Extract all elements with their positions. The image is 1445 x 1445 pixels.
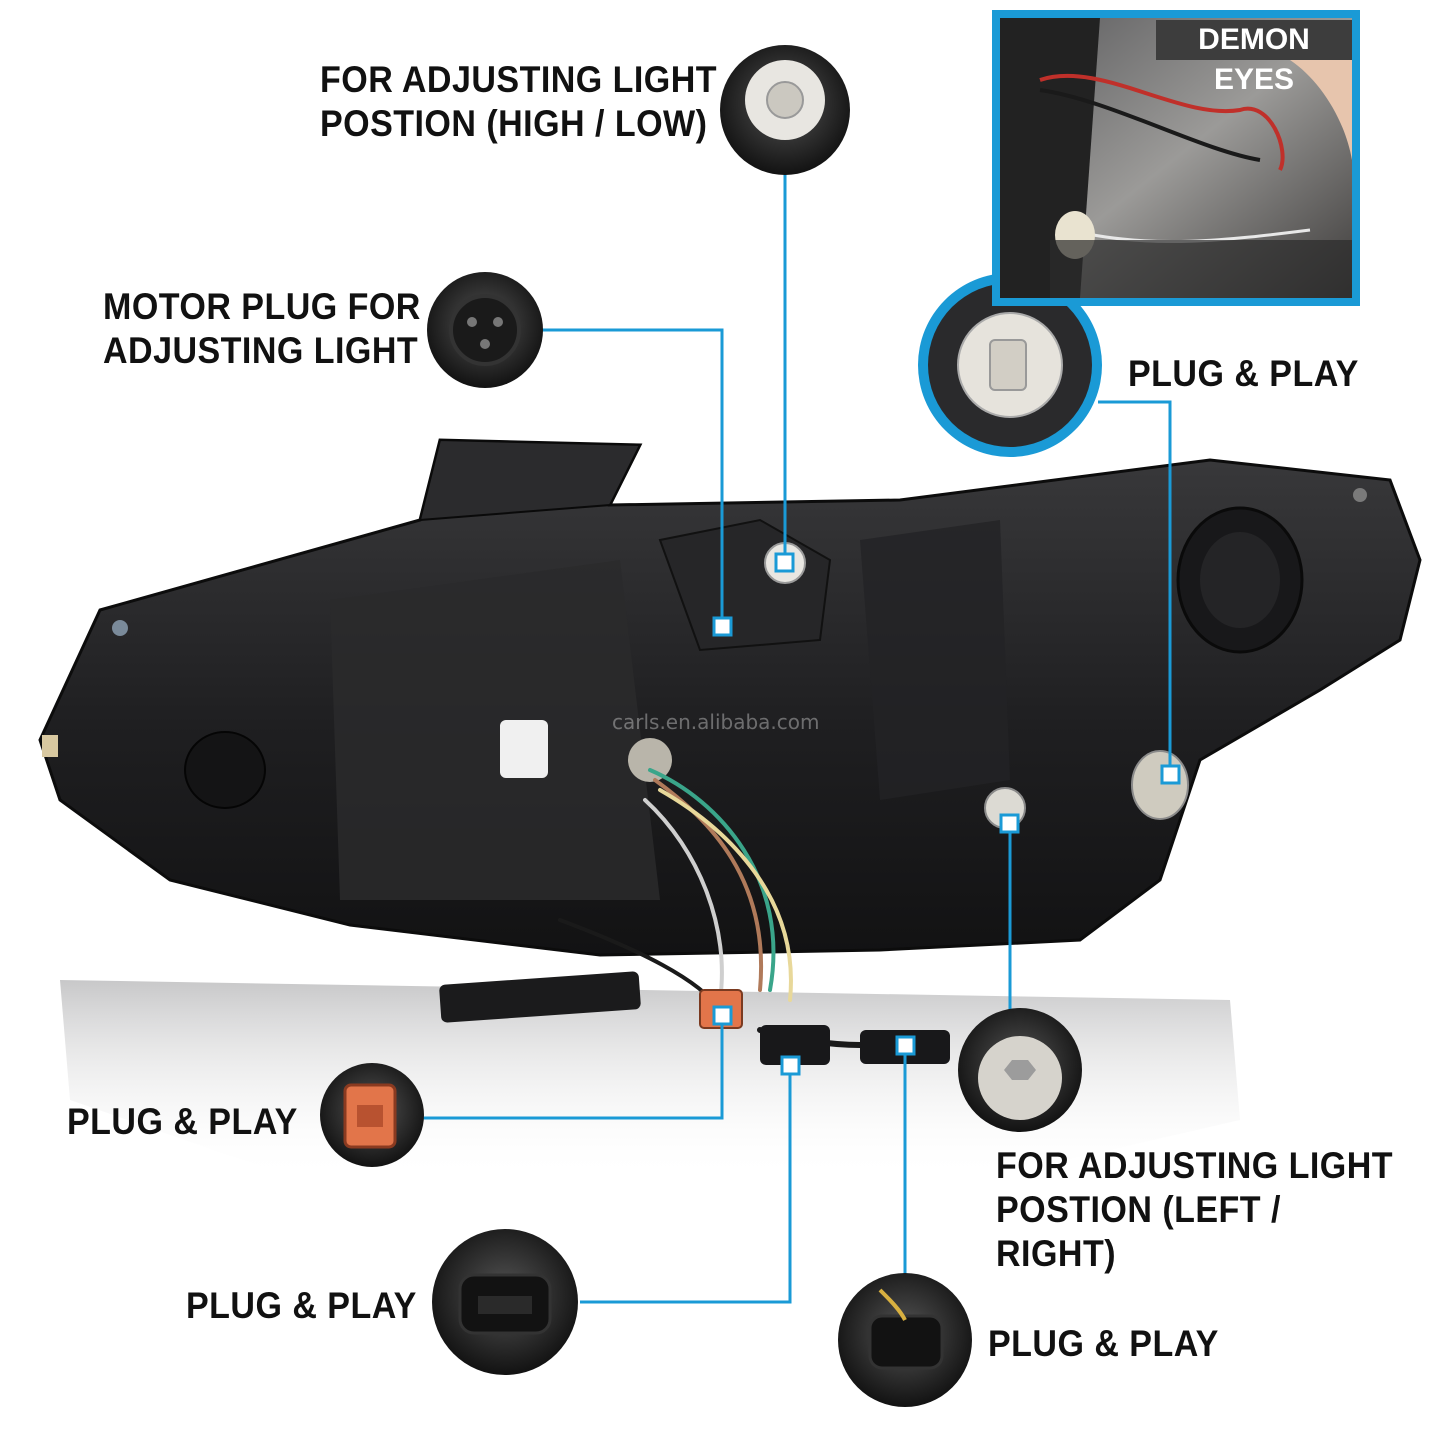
housing-sockets: [628, 542, 1189, 829]
label-plug-play-bottom-left: PLUG & PLAY: [186, 1285, 417, 1326]
white-label-sticker: [500, 720, 548, 778]
detail-black-plug-b: [838, 1273, 972, 1407]
detail-black-plug-a: [432, 1229, 578, 1375]
watermark: carls.en.alibaba.com: [612, 710, 820, 734]
detail-left-right-adjuster: [958, 1008, 1082, 1132]
label-left-right: FOR ADJUSTING LIGHT POSTION (LEFT / RIGH…: [996, 1145, 1394, 1274]
label-high-low: FOR ADJUSTING LIGHT POSTION (HIGH / LOW): [320, 59, 718, 144]
black-connector-a: [760, 1025, 830, 1065]
label-motor-plug: MOTOR PLUG FOR ADJUSTING LIGHT: [103, 286, 421, 371]
detail-demon-eyes-socket: [918, 273, 1102, 457]
leader-endpoints: [712, 552, 1181, 1076]
demon-eyes-inset: [992, 10, 1360, 306]
demon-eyes-badge: DEMON EYES: [1156, 20, 1352, 96]
detail-motor-plug: [427, 272, 543, 388]
leader-lines: [420, 165, 1172, 1304]
detail-high-low-adjuster: [720, 45, 850, 175]
label-plug-play-bottom-right: PLUG & PLAY: [988, 1323, 1219, 1364]
headlight-housing: [38, 438, 1422, 957]
label-plug-play-top-right: PLUG & PLAY: [1128, 353, 1359, 394]
detail-orange-plug: [320, 1063, 424, 1167]
label-plug-play-orange: PLUG & PLAY: [67, 1101, 298, 1142]
resistor-box: [439, 971, 641, 1023]
